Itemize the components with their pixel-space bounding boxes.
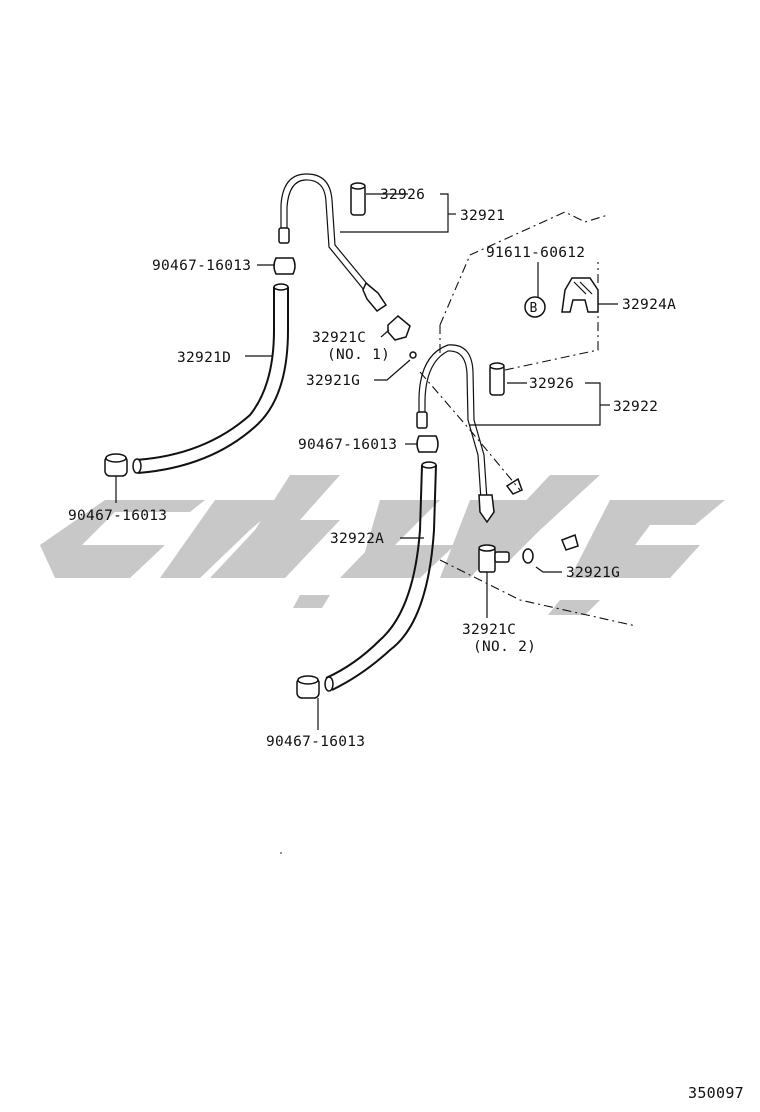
hose-32921D — [132, 283, 289, 474]
hose-clamp-top — [273, 257, 296, 275]
label-no1: (NO. 1) — [327, 347, 390, 363]
label-32922A: 32922A — [330, 531, 384, 547]
connector-no1 — [387, 315, 417, 359]
body-outline — [419, 211, 637, 627]
label-32922: 32922 — [613, 399, 658, 415]
label-90467-16013-bottom: 90467-16013 — [266, 734, 365, 750]
label-32921C-no1: 32921C — [312, 330, 366, 346]
speck — [280, 852, 282, 854]
label-no2: (NO. 2) — [473, 639, 536, 655]
small-fitting-right — [505, 477, 579, 551]
part-labels: 32926 32921 90467-16013 32921C (NO. 1) 3… — [68, 187, 676, 750]
pipe-32921 — [278, 173, 388, 312]
label-32921: 32921 — [460, 208, 505, 224]
hose-clamp-bottom — [296, 675, 320, 699]
label-32921C-no2: 32921C — [462, 622, 516, 638]
hose-clamp-left — [104, 453, 128, 477]
clamp-32924A — [561, 277, 599, 313]
label-90467-16013-top: 90467-16013 — [152, 258, 251, 274]
leader-lines — [115, 193, 618, 730]
label-90467-16013-left: 90467-16013 — [68, 508, 167, 524]
hose-cap-32926-right — [489, 362, 505, 396]
svg-text:B: B — [530, 301, 538, 316]
pipe-32922 — [416, 344, 495, 524]
label-32926-top: 32926 — [380, 187, 425, 203]
connector-no2 — [478, 544, 510, 580]
hose-32922A — [324, 461, 437, 692]
label-32921G-left: 32921G — [306, 373, 360, 389]
watermark-logo — [40, 475, 725, 615]
label-32921D: 32921D — [177, 350, 231, 366]
hose-cap-32926-top — [350, 182, 366, 216]
label-32924A: 32924A — [622, 297, 676, 313]
diagram-number: 350097 — [688, 1084, 744, 1102]
o-ring-right — [522, 548, 534, 564]
label-32921G-right: 32921G — [566, 565, 620, 581]
label-91611-60612: 91611-60612 — [486, 245, 585, 261]
label-90467-16013-mid: 90467-16013 — [298, 437, 397, 453]
hose-clamp-mid — [416, 435, 439, 453]
bolt-ref-circle: B — [524, 296, 546, 318]
label-32926-right: 32926 — [529, 376, 574, 392]
